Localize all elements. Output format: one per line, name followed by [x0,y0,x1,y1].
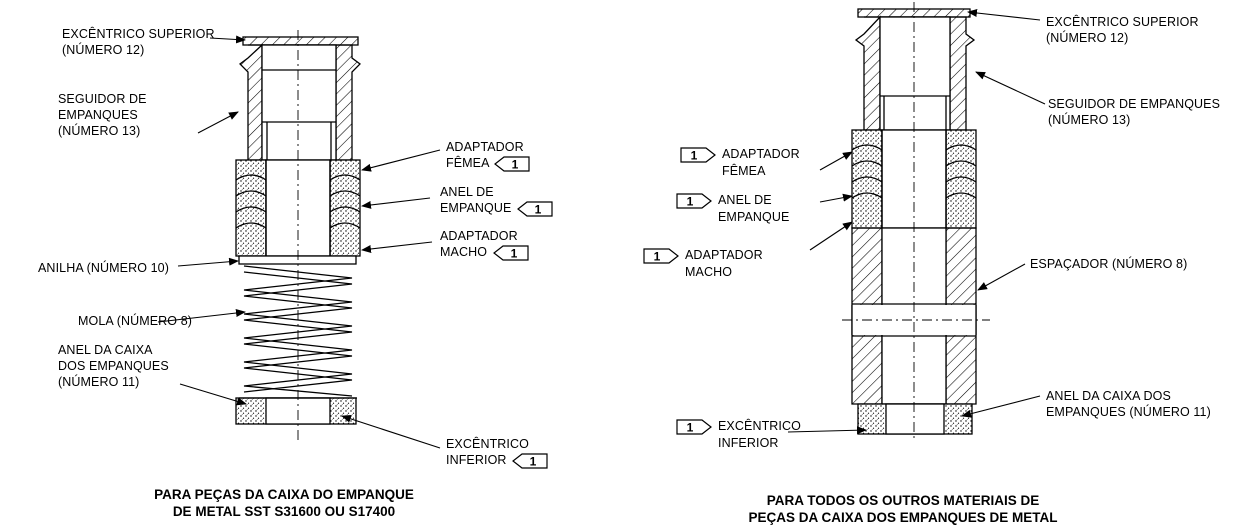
note-flag-icon: 1 [517,201,553,217]
right-label-spacer: ESPAÇADOR (NÚMERO 8) [1030,256,1187,272]
left-label-follower-line3: (NÚMERO 13) [58,124,141,138]
left-label-packing-ring-word: EMPANQUE [440,201,512,215]
right-label-box-ring: ANEL DA CAIXA DOS EMPANQUES (NÚMERO 11) [1046,388,1211,420]
left-label-packing-ring: ANEL DE EMPANQUE 1 [440,184,553,217]
left-label-packing-ring-line2: EMPANQUE 1 [440,200,553,217]
note-flag-icon: 1 [676,419,712,435]
right-label-upper-cam-line2: (NÚMERO 12) [1046,31,1129,45]
left-label-lower-cam-word: INFERIOR [446,453,507,467]
left-label-washer: ANILHA (NÚMERO 10) [38,260,169,276]
right-leaders [787,9,1046,435]
right-label-box-ring-line1: ANEL DA CAIXA DOS [1046,389,1171,403]
right-label-follower-line2: (NÚMERO 13) [1048,113,1131,127]
note-flag-icon: 1 [676,193,712,209]
left-label-box-ring: ANEL DA CAIXA DOS EMPANQUES (NÚMERO 11) [58,342,169,390]
left-washer [238,255,357,265]
left-label-upper-cam: EXCÊNTRICO SUPERIOR (NÚMERO 12) [62,26,215,58]
left-caption-line1: PARA PEÇAS DA CAIXA DO EMPANQUE [154,487,414,502]
right-caption-line2: PEÇAS DA CAIXA DOS EMPANQUES DE METAL [748,510,1058,525]
right-label-packing-ring-line1: 1 ANEL DE [676,192,789,209]
left-label-male-adapter-line2: MACHO 1 [440,244,529,261]
right-label-female-adapter-line1: 1 ADAPTADOR [680,146,800,163]
right-label-follower: SEGUIDOR DE EMPANQUES (NÚMERO 13) [1048,96,1220,128]
left-leaders [157,35,441,449]
right-label-packing-ring-word1: ANEL DE [718,193,772,207]
note-flag-icon: 1 [643,248,679,264]
left-label-lower-cam-line2: INFERIOR 1 [446,452,548,469]
left-label-spring: MOLA (NÚMERO 8) [78,313,192,329]
note-flag-icon: 1 [492,245,529,261]
left-label-female-adapter-line1: ADAPTADOR [446,140,524,154]
note-flag-number: 1 [691,148,698,162]
left-label-upper-cam-line1: EXCÊNTRICO SUPERIOR [62,27,215,41]
note-flag-number: 1 [654,249,661,263]
left-label-follower-line2: EMPANQUES [58,108,138,122]
right-caption-line1: PARA TODOS OS OUTROS MATERIAIS DE [766,493,1040,508]
note-flag-number: 1 [687,420,694,434]
left-label-male-adapter-line1: ADAPTADOR [440,229,518,243]
left-label-female-adapter-line2: FÊMEA 1 [446,155,531,172]
note-flag-number: 1 [510,246,517,260]
right-label-follower-line1: SEGUIDOR DE EMPANQUES [1048,97,1221,111]
note-flag-number: 1 [535,202,542,216]
left-label-lower-cam: EXCÊNTRICO INFERIOR 1 [446,436,548,469]
right-label-lower-cam-line1: 1 EXCÊNTRICO [676,418,801,435]
left-label-female-adapter-word: FÊMEA [446,156,489,170]
right-label-packing-ring-line2: EMPANQUE [718,209,790,224]
left-upper-cam [242,36,359,46]
right-label-male-adapter: 1 ADAPTADOR MACHO [643,247,763,280]
right-label-male-adapter-line1: 1 ADAPTADOR [643,247,763,264]
note-flag-number: 1 [687,194,694,208]
right-label-lower-cam: 1 EXCÊNTRICO INFERIOR [676,418,801,451]
right-label-female-adapter: 1 ADAPTADOR FÊMEA [680,146,800,179]
left-label-follower-line1: SEGUIDOR DE [58,92,147,106]
left-label-washer-text: ANILHA (NÚMERO 10) [38,261,169,275]
left-packing-right [329,159,361,257]
left-label-male-adapter: ADAPTADOR MACHO 1 [440,228,529,261]
left-label-follower: SEGUIDOR DE EMPANQUES (NÚMERO 13) [58,91,147,139]
right-label-packing-ring: 1 ANEL DE EMPANQUE [676,192,789,225]
right-assembly [842,2,990,440]
left-label-female-adapter: ADAPTADOR FÊMEA 1 [446,139,531,172]
right-label-upper-cam: EXCÊNTRICO SUPERIOR (NÚMERO 12) [1046,14,1199,46]
note-flag-icon: 1 [494,156,531,172]
right-label-male-adapter-line2: MACHO [685,264,733,279]
left-label-upper-cam-line2: (NÚMERO 12) [62,43,145,57]
left-label-box-ring-line1: ANEL DA CAIXA [58,343,153,357]
right-label-lower-cam-line2: INFERIOR [718,435,779,450]
left-label-spring-text: MOLA (NÚMERO 8) [78,314,193,328]
right-label-upper-cam-line1: EXCÊNTRICO SUPERIOR [1046,15,1199,29]
left-label-male-adapter-word: MACHO [440,245,488,259]
left-label-box-ring-line2: DOS EMPANQUES [58,359,169,373]
right-caption: PARA TODOS OS OUTROS MATERIAIS DE PEÇAS … [718,492,1088,526]
left-packing-left [235,159,267,257]
note-flag-icon: 1 [680,147,716,163]
left-label-lower-cam-line1: EXCÊNTRICO [446,437,529,451]
right-label-female-adapter-word1: ADAPTADOR [722,147,800,161]
left-label-box-ring-line3: (NÚMERO 11) [58,375,140,389]
left-label-packing-ring-line1: ANEL DE [440,185,494,199]
right-label-spacer-text: ESPAÇADOR (NÚMERO 8) [1030,257,1188,271]
left-caption-line2: DE METAL SST S31600 OU S17400 [172,504,396,519]
right-label-box-ring-line2: EMPANQUES (NÚMERO 11) [1046,405,1211,419]
note-flag-icon: 1 [512,453,548,469]
right-label-female-adapter-line2: FÊMEA [722,163,766,178]
note-flag-number: 1 [512,157,519,171]
right-label-male-adapter-word1: ADAPTADOR [685,248,763,262]
right-label-lower-cam-word1: EXCÊNTRICO [718,419,801,433]
left-caption: PARA PEÇAS DA CAIXA DO EMPANQUE DE METAL… [114,486,454,520]
left-assembly [235,30,361,440]
note-flag-number: 1 [530,454,537,468]
